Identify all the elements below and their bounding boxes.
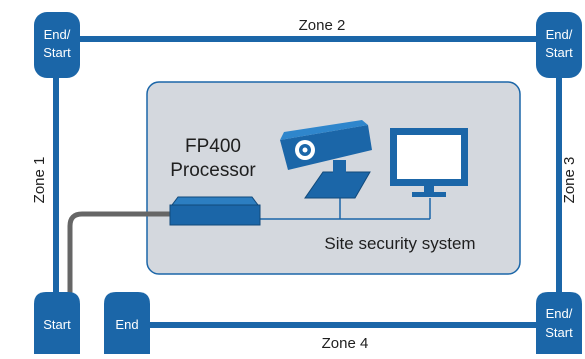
node-top-left-line2: Start — [43, 45, 71, 60]
node-bottom-left: Start — [34, 292, 80, 354]
security-camera-icon — [280, 120, 372, 199]
zone1-line — [53, 60, 59, 300]
zone2-label: Zone 2 — [299, 17, 346, 34]
zone3-line — [556, 60, 562, 300]
node-top-left-line1: End/ — [44, 27, 71, 42]
zone1-label: Zone 1 — [31, 157, 48, 204]
node-top-left: End/ Start — [34, 12, 80, 78]
system-label: Site security system — [324, 234, 475, 253]
node-bottom-mid-label: End — [115, 317, 138, 332]
processor-label-line1: FP400 — [185, 136, 241, 157]
processor-cable — [67, 211, 170, 300]
node-top-right-line1: End/ — [546, 27, 573, 42]
node-top-right-line2: Start — [545, 45, 573, 60]
node-bottom-left-label: Start — [43, 317, 71, 332]
zone4-label: Zone 4 — [322, 335, 369, 352]
perimeter-lines — [53, 36, 562, 328]
processor-label-line2: Processor — [170, 160, 256, 181]
internal-wiring — [258, 198, 431, 220]
node-bottom-mid: End — [104, 292, 150, 354]
node-top-right: End/ Start — [536, 12, 582, 78]
node-bottom-right-line2: Start — [545, 325, 573, 340]
processor-box-icon — [169, 196, 261, 226]
node-bottom-right-line1: End/ — [546, 306, 573, 321]
monitor-icon — [390, 128, 468, 197]
zone3-label: Zone 3 — [561, 157, 578, 204]
node-bottom-right: End/ Start — [536, 292, 582, 354]
zone4-line — [150, 322, 545, 328]
zone2-line — [56, 36, 540, 42]
